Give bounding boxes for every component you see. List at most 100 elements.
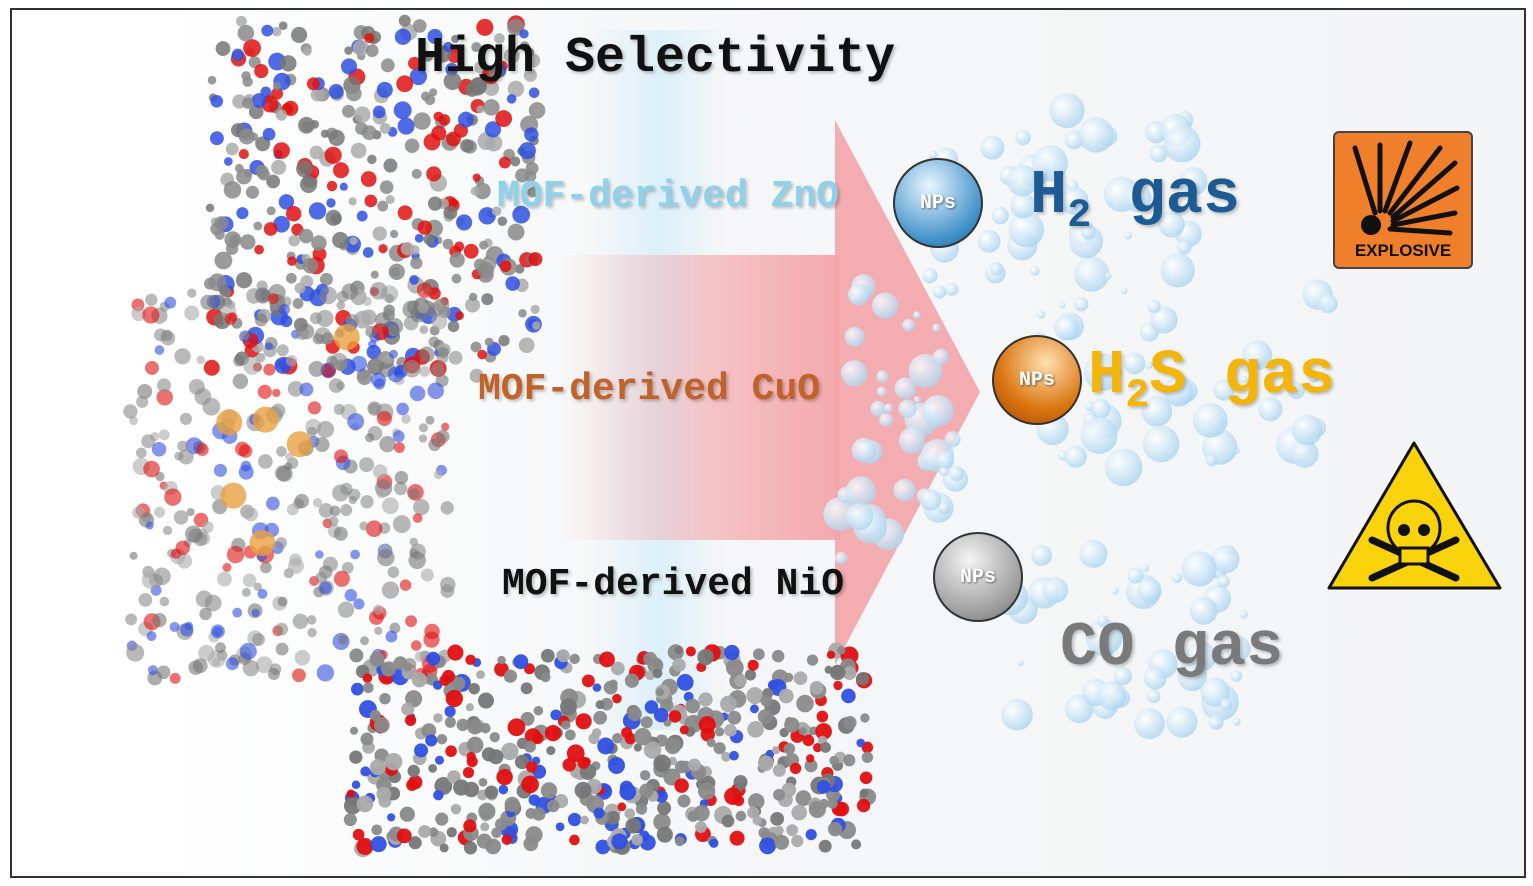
bubble xyxy=(1225,636,1251,662)
atom xyxy=(532,321,541,330)
atom xyxy=(627,706,642,722)
atom xyxy=(445,62,459,76)
atom xyxy=(177,553,193,569)
atom xyxy=(674,836,685,847)
atom xyxy=(169,621,180,632)
atom xyxy=(175,540,190,556)
atom xyxy=(399,579,412,591)
atom xyxy=(439,843,449,853)
atom xyxy=(255,136,271,152)
atom xyxy=(254,313,268,327)
bubble xyxy=(1141,564,1150,572)
atom xyxy=(414,743,429,758)
atom xyxy=(408,775,423,790)
atom xyxy=(164,296,177,309)
atom xyxy=(478,802,496,821)
atom xyxy=(521,775,539,794)
bubble xyxy=(1158,211,1185,238)
atom xyxy=(436,733,448,745)
atom xyxy=(374,626,383,635)
atom xyxy=(771,649,785,663)
atom xyxy=(365,325,377,338)
atom xyxy=(376,488,387,499)
atom xyxy=(679,725,689,735)
atom xyxy=(173,510,189,525)
atom xyxy=(428,438,441,452)
atom xyxy=(472,173,481,182)
atom xyxy=(333,526,348,541)
atom xyxy=(345,313,360,328)
atom xyxy=(343,813,357,827)
atom xyxy=(246,288,262,304)
atom xyxy=(793,671,808,686)
bubble xyxy=(1177,661,1207,692)
bubble xyxy=(1160,253,1195,288)
atom xyxy=(426,166,442,182)
explosive-hazard-sign: EXPLOSIVE xyxy=(1333,131,1473,269)
atom xyxy=(237,24,255,42)
atom xyxy=(575,713,592,730)
atom xyxy=(131,306,146,322)
atom xyxy=(217,571,232,587)
atom xyxy=(427,382,445,400)
atom xyxy=(476,833,492,849)
atom xyxy=(569,653,580,665)
atom xyxy=(485,134,503,152)
atom xyxy=(483,99,500,116)
atom xyxy=(223,181,242,199)
bubble xyxy=(922,268,938,284)
atom xyxy=(619,783,637,801)
atom xyxy=(356,210,368,222)
atom xyxy=(495,110,513,127)
atom xyxy=(169,672,181,684)
bubble xyxy=(1290,439,1319,468)
atom xyxy=(266,496,280,511)
gas-h2-main: H xyxy=(1030,160,1068,231)
bubble xyxy=(876,370,889,383)
atom xyxy=(540,672,551,683)
bubble xyxy=(1213,379,1235,401)
bubble xyxy=(1074,256,1110,292)
atom xyxy=(532,807,546,821)
atom xyxy=(843,754,856,767)
atom xyxy=(156,389,173,406)
bubble xyxy=(1127,567,1144,584)
atom xyxy=(442,669,455,683)
atom xyxy=(152,612,167,628)
bubble xyxy=(1163,377,1193,407)
atom xyxy=(373,717,390,734)
atom xyxy=(420,568,434,582)
gas-co-main: CO xyxy=(1060,612,1135,683)
atom xyxy=(162,525,173,536)
atom xyxy=(151,442,167,457)
atom xyxy=(154,506,166,518)
atom xyxy=(506,94,517,104)
atom xyxy=(379,692,391,705)
atom xyxy=(142,306,160,324)
atom xyxy=(417,220,433,235)
atom xyxy=(428,763,438,773)
atom xyxy=(145,360,159,375)
atom xyxy=(816,710,829,723)
atom xyxy=(306,77,320,91)
atom xyxy=(195,443,209,456)
atom xyxy=(802,734,815,747)
atom xyxy=(426,651,441,666)
atom xyxy=(744,669,757,681)
atom xyxy=(266,174,281,189)
atom xyxy=(481,293,494,306)
atom xyxy=(299,382,314,397)
atom xyxy=(276,465,293,482)
atom xyxy=(324,146,342,164)
atom xyxy=(291,26,308,44)
bubble xyxy=(1149,144,1168,163)
atom xyxy=(494,33,505,44)
atom xyxy=(471,41,482,53)
atom xyxy=(449,252,465,268)
atom xyxy=(298,116,315,134)
atom xyxy=(260,561,272,574)
bubble xyxy=(1105,272,1112,280)
bubble xyxy=(977,229,1001,253)
atom xyxy=(362,247,374,258)
